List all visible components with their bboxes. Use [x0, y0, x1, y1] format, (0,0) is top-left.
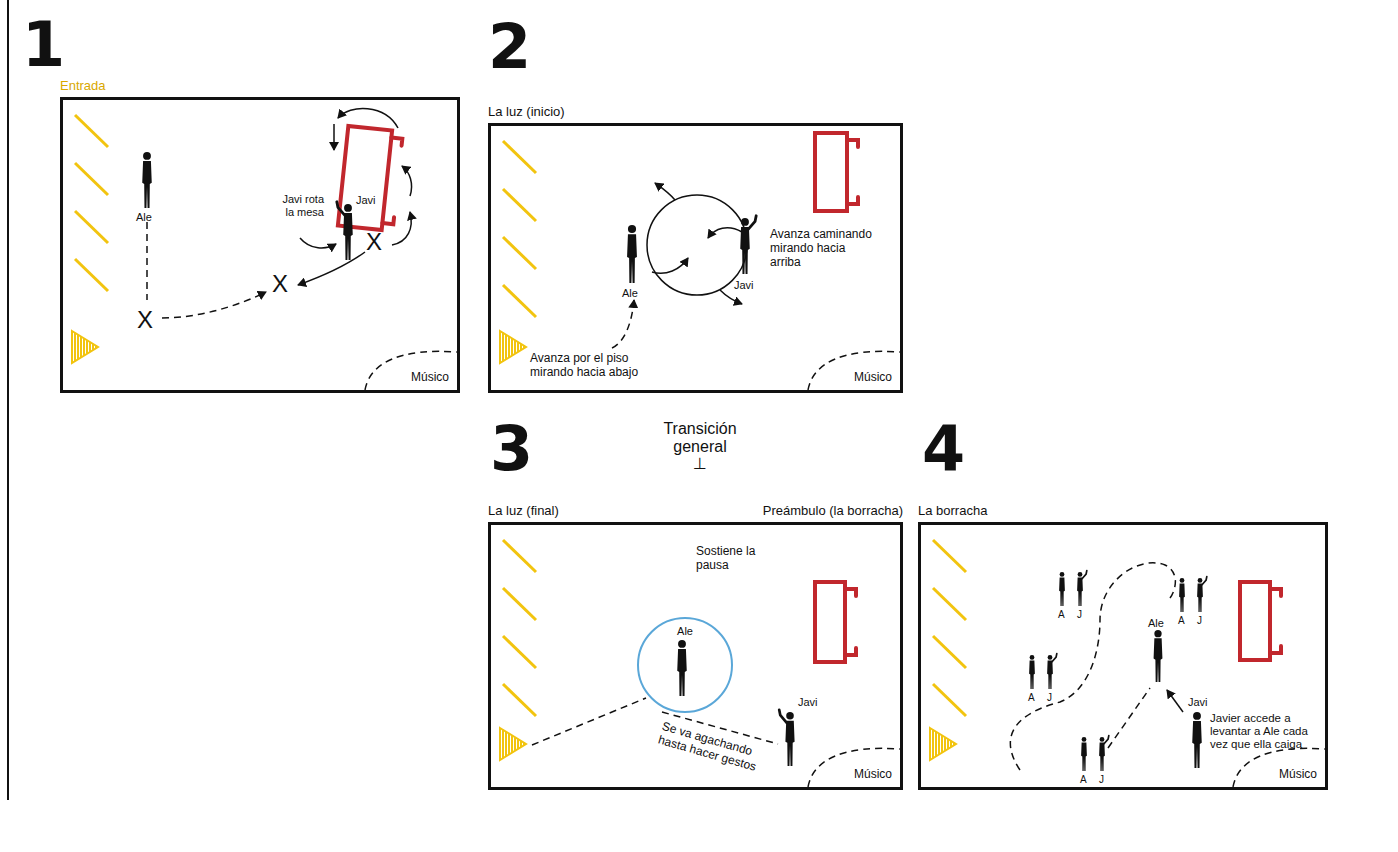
musician-label: Músico [854, 768, 892, 782]
movement-line [1010, 563, 1175, 770]
panel-number: 1 [22, 14, 65, 76]
spotlight-symbol [930, 728, 956, 760]
actor-initial: A [1058, 609, 1065, 621]
actor-figure [142, 152, 152, 208]
actor-figure [1179, 578, 1185, 612]
actor-figure [1154, 630, 1163, 682]
actor-figure [627, 225, 637, 283]
actor-name: Javi [1188, 696, 1208, 709]
scene-heading: La luz (inicio) [488, 105, 565, 120]
light-hatch [503, 141, 536, 317]
actor-figure [1047, 654, 1057, 689]
transition-symbol: ⊥ [690, 455, 710, 473]
actor-initial: A [1080, 774, 1087, 786]
movement-line [333, 124, 335, 150]
actor-initial: A [1178, 615, 1185, 627]
action-note: Javier accede a levantar a Ale cada vez … [1210, 712, 1326, 752]
musician-label: Músico [1279, 768, 1317, 782]
actor-name: Javi [798, 696, 818, 709]
actor-figure [740, 216, 756, 274]
light-hatch [75, 115, 108, 291]
movement-line [720, 290, 742, 304]
actor-initial: J [1047, 692, 1052, 704]
spotlight-symbol [72, 331, 98, 363]
light-circle: Ale [637, 617, 733, 713]
movement-line [612, 300, 634, 348]
panel-number: 4 [922, 418, 965, 480]
spotlight-symbol [500, 331, 526, 363]
movement-line [402, 166, 412, 196]
position-mark: X [366, 228, 382, 256]
panel-number: 2 [488, 16, 531, 78]
movement-line [1167, 690, 1183, 712]
actor-name: Javi [356, 194, 376, 207]
transition-note: Transición general [648, 420, 752, 457]
actor-figure [677, 640, 687, 696]
table-symbol [815, 582, 856, 662]
movement-line [652, 258, 688, 273]
panel-number: 3 [490, 418, 533, 480]
actor-figure [1029, 655, 1035, 689]
scene-heading: Preámbulo (la borracha) [763, 504, 903, 519]
actor-figure [1077, 571, 1087, 606]
actor-name: Ale [1148, 617, 1164, 630]
scene-heading: La luz (final) [488, 504, 559, 519]
light-circle [647, 195, 747, 295]
movement-line [338, 109, 398, 128]
movement-line [655, 183, 675, 200]
actor-initial: J [1197, 615, 1202, 627]
movement-line [1108, 688, 1150, 748]
musician-area: Músico [362, 338, 457, 390]
actor-name: Javi [734, 279, 754, 292]
spotlight-symbol [500, 728, 526, 760]
movement-line [392, 212, 411, 245]
table-symbol [815, 133, 858, 211]
actor-figure [1197, 577, 1207, 612]
scene-heading: Entrada [60, 79, 106, 94]
actor-figure [1059, 572, 1065, 606]
musician-area: Músico [805, 735, 900, 787]
movement-line [146, 222, 148, 300]
actor-figure [337, 202, 353, 260]
action-note: Javi rota la mesa [272, 193, 324, 218]
action-note: Avanza caminando mirando hacia arriba [770, 228, 872, 269]
light-hatch [933, 540, 966, 716]
scene-heading: La borracha [918, 504, 987, 519]
movement-line [532, 698, 646, 745]
movement-line [300, 238, 336, 248]
action-note: Se va agachando hasta hacer gestos [656, 720, 771, 777]
actor-initial: A [1028, 692, 1035, 704]
actor-name: Ale [136, 211, 152, 224]
actor-figure [1192, 712, 1202, 768]
scene-panel: MúsicoEntrada [60, 97, 460, 393]
action-note: Avanza por el piso mirando hacia abajo [530, 352, 642, 380]
margin-line [7, 0, 9, 800]
movement-line [162, 292, 266, 318]
actor-name: Ale [639, 625, 731, 638]
actor-figure [779, 710, 794, 766]
musician-label: Músico [411, 371, 449, 385]
actor-figure [1099, 736, 1109, 771]
musician-area: Músico [805, 338, 900, 390]
table-symbol [1240, 582, 1281, 660]
actor-figure [1081, 737, 1087, 771]
actor-name: Ale [622, 287, 638, 300]
action-note: Sostiene la pausa [696, 545, 758, 573]
actor-initial: J [1099, 774, 1104, 786]
musician-label: Músico [854, 371, 892, 385]
position-mark: X [272, 270, 288, 298]
actor-initial: J [1077, 609, 1082, 621]
movement-line [708, 228, 742, 238]
position-mark: X [137, 306, 153, 334]
movement-line [298, 252, 365, 285]
light-hatch [503, 540, 536, 716]
